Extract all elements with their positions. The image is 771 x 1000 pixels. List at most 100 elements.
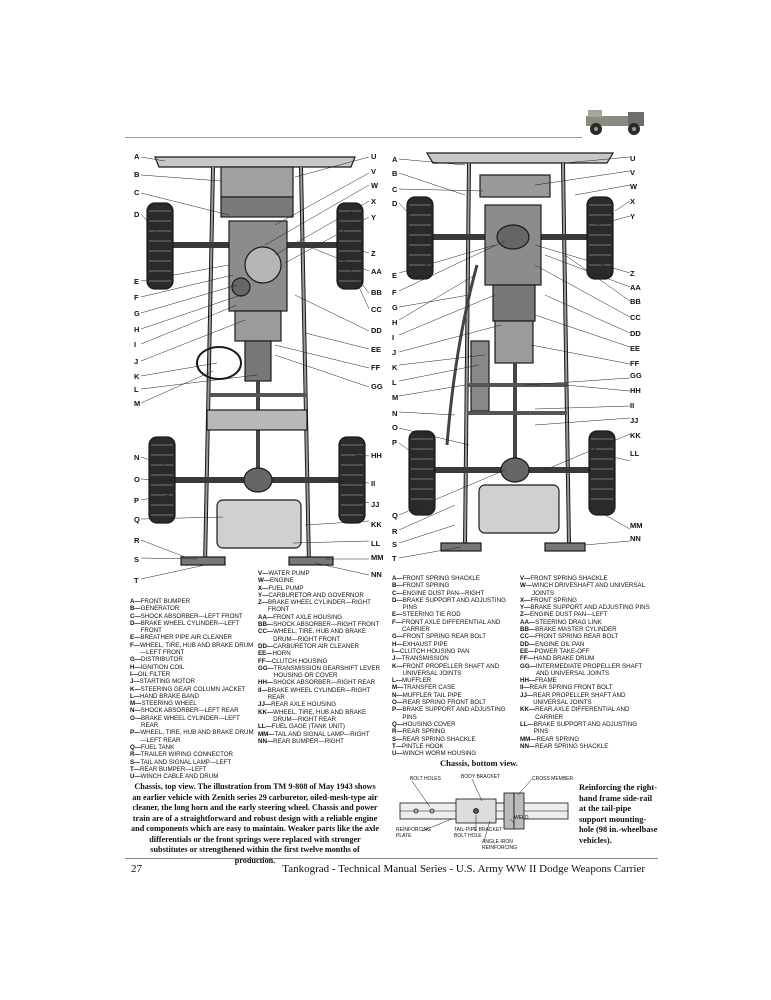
callout-label: R (392, 527, 398, 536)
legend-item: P—BRAKE SUPPORT AND ADJUSTING PINS (392, 706, 520, 721)
legend-code: M— (392, 684, 404, 692)
legend-item: A—FRONT SPRING SHACKLE (392, 575, 520, 582)
callout-label: GG (630, 371, 642, 380)
legend-code: S— (130, 758, 141, 766)
legend-desc: TRAILER WIRING CONNECTOR (140, 751, 234, 759)
legend-item: H—EXHAUST PIPE (392, 641, 520, 648)
legend-desc: TRANSMISSION (401, 655, 449, 663)
legend-item: Q—HOUSING COVER (392, 721, 520, 728)
legend-code: CC— (520, 633, 536, 641)
legend-desc: REAR AXLE DIFFERENTIAL AND CARRIER (535, 706, 630, 721)
callout-label: U (371, 152, 377, 161)
legend-code: C— (130, 612, 141, 620)
legend-item: Y—CARBURETOR AND GOVERNOR (258, 592, 386, 599)
callout-label: D (392, 199, 398, 208)
legend-code: O— (130, 714, 142, 722)
legend-code: NN— (520, 742, 536, 750)
legend-item: O—REAR SPRING FRONT BOLT (392, 699, 520, 706)
callout-label: DD (371, 326, 382, 335)
legend-item: Y—BRAKE SUPPORT AND ADJUSTING PINS (520, 604, 650, 611)
legend-code: KK— (520, 706, 536, 714)
legend-code: II— (520, 684, 530, 692)
callout-label: FF (630, 359, 640, 368)
legend-code: W— (258, 577, 271, 585)
legend-desc: BRAKE WHEEL CYLINDER—LEFT FRONT (140, 619, 240, 635)
legend-desc: ENGINE DUST PAN—LEFT (529, 611, 608, 619)
legend-item: U—WINCH WORM HOUSING (392, 750, 520, 757)
chassis-bottom-view-drawing (398, 152, 631, 559)
callout-label: M (392, 393, 399, 402)
legend-desc: TAIL AND SIGNAL LAMP—LEFT (140, 758, 232, 766)
legend-code: U— (130, 773, 141, 781)
legend-code: JJ— (520, 691, 534, 699)
callout-label: E (392, 271, 398, 280)
legend-item: B—GENERATOR (130, 605, 256, 612)
legend-code: A— (392, 575, 403, 582)
callout-label: V (371, 167, 377, 176)
callout-label: R (134, 536, 140, 545)
legend-item: M—STEERING WHEEL (130, 700, 256, 707)
legend-code: G— (392, 633, 404, 641)
legend-desc: SHOCK ABSORBER—RIGHT REAR (273, 679, 376, 687)
rail-label-reinforcing-plate: REINFORCING PLATE (396, 827, 431, 839)
legend-item: GG—TRANSMISSION GEARSHIFT LEVER HOUSING … (258, 665, 386, 680)
legend-code: S— (392, 735, 403, 743)
legend-desc: ENGINE (270, 577, 294, 585)
legend-code: E— (392, 611, 403, 619)
legend-code: NN— (258, 737, 274, 745)
legend-desc: HOUSING COVER (403, 720, 456, 728)
callout-label: JJ (371, 500, 380, 509)
legend-code: W— (520, 582, 533, 590)
legend-item: P—WHEEL, TIRE, HUB AND BRAKE DRUM—LEFT R… (130, 729, 256, 744)
legend-code: B— (392, 582, 403, 590)
legend-code: Y— (520, 604, 531, 612)
legend-code: CC— (258, 628, 274, 636)
callout-label: P (392, 438, 398, 447)
legend-item: II—BRAKE WHEEL CYLINDER—RIGHT REAR (258, 687, 386, 702)
legend-top-view-col2: V—WATER PUMP W—ENGINE X—FUEL PUMP Y—CARB… (258, 570, 386, 745)
legend-item: S—REAR SPRING SHACKLE (392, 736, 520, 743)
page-number: 27 (131, 863, 142, 875)
rail-label-body-bracket: BODY BRACKET (461, 774, 501, 780)
legend-item: E—BREATHER PIPE AIR CLEANER (130, 634, 256, 641)
legend-item: AA—STEERING DRAG LINK (520, 619, 650, 626)
legend-item: G—DISTRIBUTOR (130, 656, 256, 663)
legend-item: I—OIL FILTER (130, 671, 256, 678)
callout-label: CC (630, 313, 641, 322)
legend-code: HH— (520, 677, 536, 685)
legend-code: J— (392, 655, 402, 663)
callout-label: L (392, 378, 397, 387)
legend-desc: FRONT SPRING SHACKLE (530, 575, 608, 582)
legend-desc: OIL FILTER (137, 670, 171, 678)
callout-label: G (134, 309, 140, 318)
footer-title: Tankograd - Technical Manual Series - U.… (282, 863, 645, 875)
legend-code: B— (130, 605, 141, 613)
legend-item: NN—REAR BUMPER—RIGHT (258, 738, 386, 745)
callout-label: O (134, 475, 140, 484)
legend-item: C—SHOCK ABSORBER—LEFT FRONT (130, 613, 256, 620)
legend-desc: GENERATOR (140, 605, 180, 613)
legend-item: DD—ENGINE OIL PAN (520, 641, 650, 648)
legend-desc: FUEL TANK (141, 743, 175, 751)
legend-code: LL— (258, 723, 272, 731)
callout-label: W (630, 182, 638, 191)
legend-desc: STEERING GEAR COLUMN JACKET (140, 685, 246, 693)
legend-code: HH— (258, 679, 274, 687)
legend-item: II—REAR SPRING FRONT BOLT (520, 684, 650, 691)
callout-label: F (392, 288, 397, 297)
legend-item: C—ENGINE DUST PAN—RIGHT (392, 590, 520, 597)
legend-desc: FRAME (535, 677, 557, 685)
legend-code: P— (130, 729, 141, 737)
legend-desc: STEERING TIE ROD (402, 611, 461, 619)
legend-item: CC—WHEEL, TIRE, HUB AND BRAKE DRUM—RIGHT… (258, 628, 386, 643)
legend-item: K—FRONT PROPELLER SHAFT AND UNIVERSAL JO… (392, 663, 520, 678)
legend-code: Q— (392, 720, 404, 728)
legend-code: DD— (520, 640, 536, 648)
legend-item: R—TRAILER WIRING CONNECTOR (130, 751, 256, 758)
legend-desc: SHOCK ABSORBER—RIGHT FRONT (273, 621, 380, 629)
legend-code: F— (130, 641, 140, 649)
legend-desc: POWER TAKE-OFF (534, 647, 590, 655)
legend-item: Z—ENGINE DUST PAN—LEFT (520, 611, 650, 618)
legend-desc: CARBURETOR AIR CLEANER (273, 642, 359, 650)
legend-desc: REAR AXLE HOUSING (271, 701, 337, 709)
